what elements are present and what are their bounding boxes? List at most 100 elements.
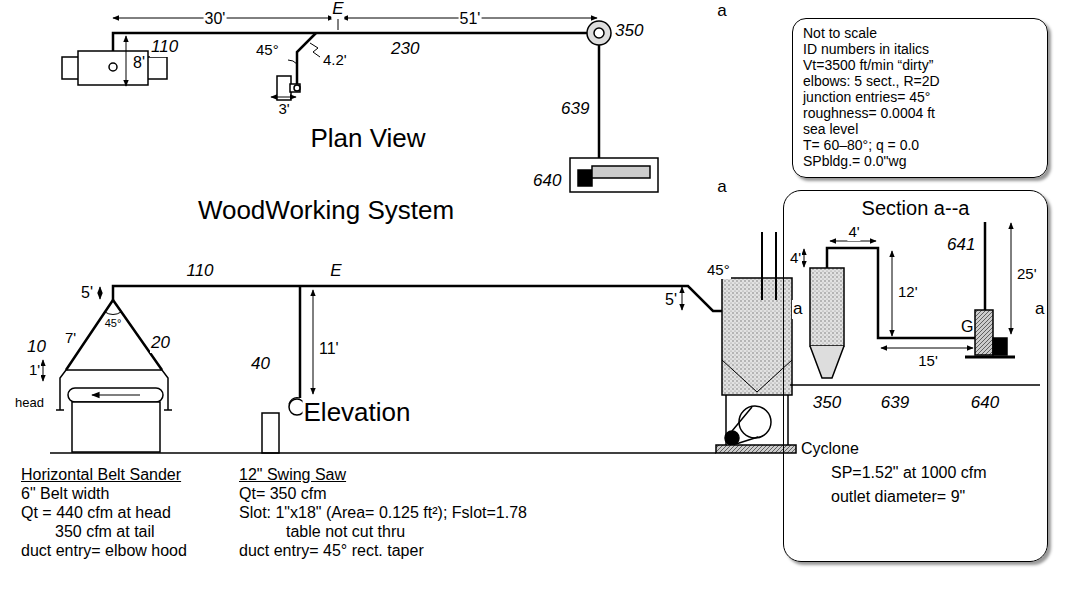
dimension: 3' (277, 101, 290, 118)
dimension: 4.2' (322, 52, 348, 69)
duct (598, 45, 601, 158)
dimension: 7' (64, 330, 77, 347)
section-box: Section a--a (783, 190, 1048, 562)
note-line: sea level (803, 121, 1037, 137)
ground-line (790, 384, 1040, 386)
ground-line (50, 452, 716, 454)
point-id: G (960, 318, 974, 336)
spec-line: SP=1.52" at 1000 cfm (830, 464, 988, 482)
motor-symbol (578, 170, 592, 186)
stack (984, 222, 987, 310)
view-title: Elevation (303, 398, 412, 427)
frame (726, 395, 788, 445)
dimension: 4' (847, 224, 860, 241)
duct-outlet (294, 85, 300, 91)
note-line: elbows: 5 sect., R=2D (803, 73, 1037, 89)
duct (297, 33, 316, 88)
angle: 45° (255, 42, 280, 59)
section-marker: a (716, 2, 727, 21)
cyclone-cone (722, 360, 792, 392)
duct-id: 110 (150, 38, 179, 57)
duct-id: 230 (390, 40, 420, 59)
spec-line: 6" Belt width (20, 485, 110, 503)
dimension: 15' (917, 353, 939, 370)
motor-symbol (725, 431, 739, 445)
view-title: Plan View (309, 124, 426, 153)
duct (113, 286, 722, 311)
note-line: SPbldg.= 0.0"wg (803, 153, 1037, 169)
spec-line: Qt= 350 cfm (238, 485, 328, 503)
angle: 45° (706, 262, 731, 279)
cyclone-symbol (594, 28, 604, 38)
duct-id: 40 (250, 355, 271, 374)
dimension-line (43, 360, 44, 381)
sander-body (72, 402, 160, 452)
part-name: head (14, 396, 45, 410)
cyclone-cone (810, 346, 844, 378)
fan-housing (570, 158, 658, 192)
duct-id: 640 (970, 394, 1000, 413)
note-line: junction entries= 45° (803, 89, 1037, 105)
duct-id: 350 (812, 394, 842, 413)
base (716, 445, 796, 453)
duct-id: 639 (880, 394, 910, 413)
stack (762, 232, 776, 300)
note-line: Not to scale (803, 25, 1037, 41)
spec-line: outlet diameter= 9" (830, 488, 966, 506)
junction-id: E (329, 262, 342, 281)
spec-line: duct entry= 45° rect. taper (238, 542, 425, 560)
duct (113, 33, 587, 63)
duct (299, 286, 302, 398)
duct-id: 641 (946, 236, 976, 255)
dimension-line (881, 348, 973, 349)
notes-box: Not to scaleID numbers in italicsVt=3500… (792, 18, 1048, 178)
fan-symbol (739, 406, 771, 438)
spec-line: duct entry= elbow hood (20, 542, 188, 560)
section-marker: a (716, 178, 727, 197)
junction-id: E (331, 0, 344, 19)
dimension: 4' (789, 250, 802, 267)
section-marker: a (792, 300, 803, 319)
dimension: 11' (318, 340, 340, 358)
duct-id: 639 (560, 100, 590, 119)
dimension-line (100, 287, 101, 299)
spec-line: table not cut thru (285, 523, 406, 541)
dimension-line (682, 287, 683, 310)
duct-id: 350 (614, 22, 644, 41)
dimension-line (126, 36, 127, 86)
cyclone-body (810, 268, 844, 346)
motor-symbol (993, 338, 1007, 355)
duct-outlet (109, 63, 117, 71)
angle-arc (288, 60, 297, 64)
cyclone-body (722, 278, 792, 395)
section-view (790, 222, 1040, 385)
saw-plan (277, 76, 291, 100)
duct (66, 300, 162, 370)
elevation-view (43, 232, 796, 453)
spec-line: Slot: 1"x18" (Area= 0.125 ft²); Fslot=1.… (238, 504, 528, 522)
dimension-line (830, 241, 876, 242)
cyclone-symbol (587, 21, 611, 45)
saw-guard (289, 398, 300, 404)
spec-line: Qt = 440 cfm at head (20, 504, 172, 522)
saw-table (262, 413, 279, 453)
duct-id: 20 (150, 334, 171, 353)
dimension-line (892, 251, 893, 336)
spec-heading: 12" Swing Saw (238, 466, 347, 484)
dimension: 8' (132, 54, 146, 72)
saw-plan (290, 84, 300, 92)
dimension-line (271, 97, 296, 98)
diagram-title: WoodWorking System (197, 196, 455, 225)
section-marker: a (1034, 300, 1045, 319)
fan-symbol (592, 166, 650, 178)
dimension: 12' (897, 284, 919, 301)
dimension: 51' (459, 10, 482, 28)
spec-heading: Horizontal Belt Sander (20, 466, 182, 484)
spec-line: 350 cfm at tail (54, 523, 156, 541)
note-line: T= 60–80°; q = 0.0 (803, 137, 1037, 153)
note-line: roughness= 0.0004 ft (803, 105, 1037, 121)
section-title: Section a--a (792, 196, 1039, 220)
fan-symbol (975, 310, 993, 355)
angle: 45° (104, 317, 123, 329)
